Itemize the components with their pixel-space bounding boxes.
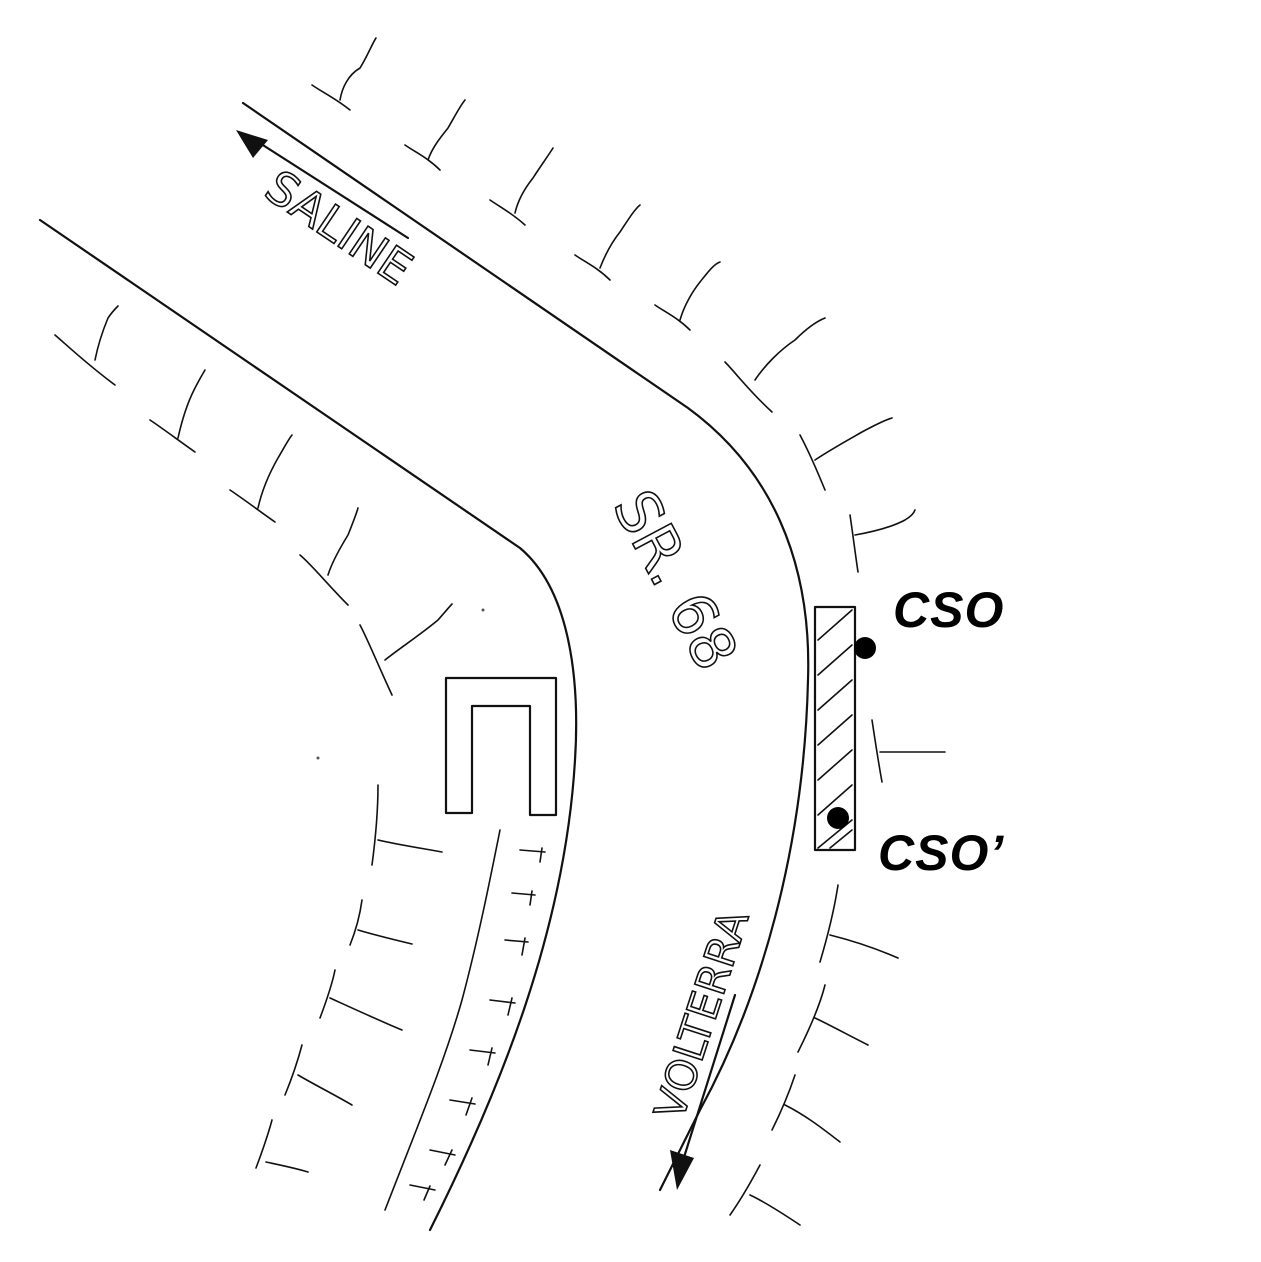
measurement-point-upper: [854, 637, 876, 659]
parking-tick: [409, 1184, 436, 1201]
parking-tick: [519, 847, 546, 863]
speck: [316, 756, 320, 760]
embankment-hachure-icon: [771, 1074, 841, 1143]
measurement-point-lower: [827, 807, 849, 829]
direction-arrow-icon: [236, 130, 268, 158]
embankment-hachure-icon: [319, 969, 403, 1031]
parking-tick: [449, 1097, 476, 1116]
embankment-hachure-icon: [574, 204, 641, 281]
parking-boundary: [384, 829, 501, 1211]
embankment-hachure-icon: [229, 434, 293, 523]
embankment-hachure-icon: [359, 603, 453, 696]
embankment-hachure-icon: [871, 719, 946, 783]
embankment-hachure-icon: [311, 37, 377, 111]
hatched-zone: [813, 605, 857, 852]
embankment-hachure-icon: [797, 984, 869, 1053]
point-label-cso-prime: CSO’: [878, 825, 1005, 881]
parking-tick: [504, 937, 529, 956]
parking-tick: [469, 1047, 496, 1066]
u-shaped-building: [444, 676, 558, 817]
embankment-hachures-southwest: [255, 784, 443, 1173]
embankment-hachure-icon: [284, 1044, 353, 1106]
embankment-hachure-icon: [819, 884, 899, 963]
speck: [481, 608, 485, 612]
embankment-hachure-icon: [799, 417, 893, 491]
embankment-hachure-icon: [724, 317, 826, 413]
road-outer-edge: [241, 101, 810, 1192]
road-inner-edge: [38, 218, 578, 1232]
direction-volterra: VOLTERRA: [644, 903, 759, 1190]
embankment-hachure-icon: [54, 305, 119, 386]
embankment-hachure-icon: [654, 261, 721, 331]
direction-arrow-line: [253, 138, 410, 240]
embankment-hachure-icon: [489, 147, 554, 226]
parking-tick: [429, 1149, 456, 1166]
road-name-label: SR. 68: [599, 479, 751, 682]
embankment-hachure-icon: [149, 369, 206, 453]
parking-tick: [489, 997, 516, 1016]
embankment-hachure-icon: [349, 899, 413, 946]
point-label-cso: CSO: [893, 582, 1005, 638]
embankment-hachure-icon: [371, 784, 443, 866]
parking-tick: [511, 890, 536, 906]
direction-label-volterra: VOLTERRA: [645, 904, 759, 1125]
embankment-hachure-icon: [729, 1164, 801, 1226]
embankment-hachure-icon: [299, 507, 359, 606]
direction-arrow-icon: [670, 1150, 694, 1190]
embankment-hachure-icon: [255, 1119, 309, 1173]
direction-saline: SALINE: [236, 130, 423, 297]
embankment-hachures-west: [54, 305, 453, 696]
embankment-hachures-north: [311, 37, 946, 783]
direction-arrow-line: [678, 993, 737, 1172]
embankment-hachure-icon: [849, 509, 916, 573]
embankment-hachure-icon: [404, 99, 466, 171]
direction-label-saline: SALINE: [256, 159, 422, 296]
embankment-hachures-southeast: [729, 884, 899, 1226]
parking-area: [384, 829, 546, 1211]
